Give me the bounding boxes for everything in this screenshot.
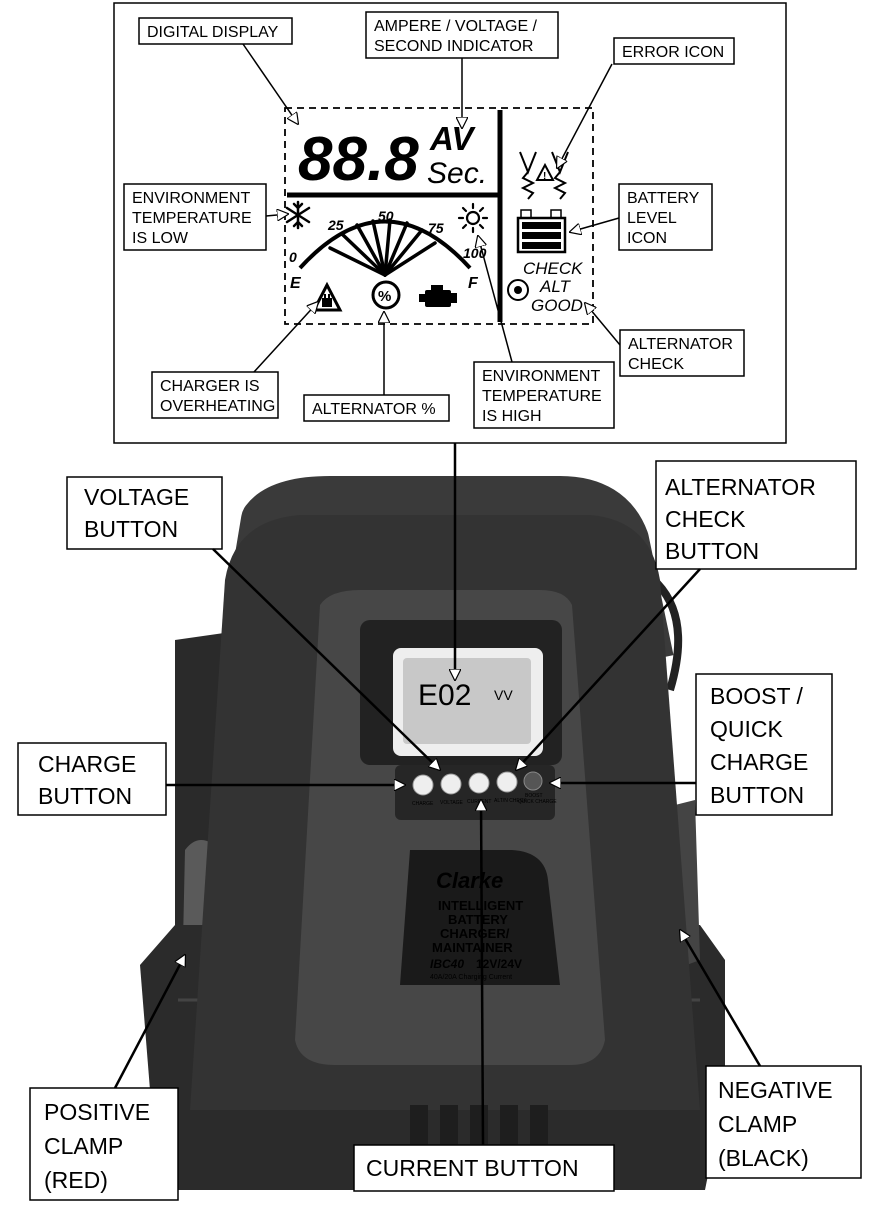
callout-env-high-2: TEMPERATURE: [482, 388, 602, 405]
alternator-check-button[interactable]: [496, 771, 518, 793]
callout-current-text: CURRENT BUTTON: [366, 1155, 579, 1181]
callout-current-button: [353, 1144, 615, 1192]
model-number: IBC40: [430, 957, 464, 971]
callout-alt-check-1: ALTERNATOR: [665, 474, 816, 500]
scale-0: 0: [289, 249, 297, 265]
battery-level-icon: [516, 209, 567, 254]
callout-env-high-1: ENVIRONMENT: [482, 368, 600, 385]
callout-alt-check-3: BUTTON: [665, 538, 759, 564]
current-button[interactable]: [468, 772, 490, 794]
alternator-scale-arc: [298, 219, 472, 270]
lcd-digits: 88.8: [298, 125, 419, 194]
voltage-rating: 12V/24V: [476, 957, 522, 971]
callout-error-icon-text: ERROR ICON: [622, 44, 724, 61]
callout-alternator-check-2: CHECK: [628, 356, 684, 373]
callout-boost-3: CHARGE: [710, 749, 808, 775]
lcd-unit-av: AV: [429, 120, 476, 157]
callout-indicator: [365, 11, 559, 59]
callout-boost-4: BUTTON: [710, 782, 804, 808]
callout-env-low-1: ENVIRONMENT: [132, 190, 250, 207]
callout-positive-clamp: [29, 1087, 179, 1201]
callout-env-low-2: TEMPERATURE: [132, 210, 252, 227]
device-arrows: [113, 443, 762, 1146]
lcd-check: CHECK: [523, 259, 583, 278]
lcd-good: GOOD: [531, 296, 583, 315]
callout-positive-3: (RED): [44, 1167, 108, 1193]
lcd-unit-sec: Sec.: [427, 157, 487, 190]
charger-device: [140, 476, 725, 1190]
scale-e: E: [290, 275, 302, 292]
overheat-warning-icon: [311, 281, 343, 312]
scale-100: 100: [463, 245, 487, 261]
callout-battery-level: [618, 183, 713, 251]
callout-battery-level-3: ICON: [627, 230, 667, 247]
alternator-icon: [507, 279, 529, 301]
callout-negative-clamp: [705, 1065, 862, 1179]
percent-symbol: %: [378, 288, 391, 305]
callout-overheating-1: CHARGER IS: [160, 378, 260, 395]
voltage-button[interactable]: [440, 773, 462, 795]
callout-boost-button: [695, 673, 833, 816]
button-label-boost-sub: QUICK CHARGE: [518, 799, 557, 805]
callout-alt-check-button: [655, 460, 857, 570]
button-label-charge: CHARGE: [412, 801, 434, 807]
callout-env-low: [123, 183, 267, 251]
product-line-4: MAINTAINER: [432, 940, 513, 955]
scale-f: F: [468, 275, 479, 292]
callout-env-high-3: IS HIGH: [482, 408, 542, 425]
charge-button[interactable]: [412, 774, 434, 796]
product-line-2: BATTERY: [448, 912, 508, 927]
callout-overheating: [151, 371, 279, 419]
callout-env-low-3: IS LOW: [132, 230, 189, 247]
callout-indicator-line2: SECOND INDICATOR: [374, 38, 533, 55]
callout-charge-1: CHARGE: [38, 751, 136, 777]
callout-boost-1: BOOST /: [710, 683, 803, 709]
scale-25: 25: [327, 217, 344, 233]
button-label-alt-check: ALT/N CHECK: [494, 798, 527, 804]
button-label-boost: BOOST: [525, 793, 543, 799]
error-mark: !: [543, 171, 546, 182]
callout-charge-2: BUTTON: [38, 783, 132, 809]
callout-negative-1: NEGATIVE: [718, 1077, 833, 1103]
callout-voltage-2: BUTTON: [84, 516, 178, 542]
current-note: 40A/20A Charging Current: [430, 974, 512, 981]
callout-negative-3: (BLACK): [718, 1145, 809, 1171]
product-line-3: CHARGER/: [440, 926, 510, 941]
lcd-alt: ALT: [539, 277, 572, 296]
alternator-fan-icon: [328, 218, 437, 277]
snowflake-icon: [285, 200, 311, 230]
brand-logo: Clarke: [436, 868, 503, 893]
callout-battery-level-1: BATTERY: [627, 190, 700, 207]
callout-digital-display: [138, 17, 293, 45]
callout-battery-level-2: LEVEL: [627, 210, 677, 227]
callout-alternator-check: [619, 329, 745, 377]
scale-75: 75: [428, 220, 444, 236]
callout-alternator-pct-text: ALTERNATOR %: [312, 401, 436, 418]
callout-voltage-button: [66, 476, 223, 550]
callout-indicator-line1: AMPERE / VOLTAGE /: [374, 18, 538, 35]
callout-positive-2: CLAMP: [44, 1133, 123, 1159]
callout-alternator-pct: [303, 394, 450, 422]
button-label-voltage: VOLTAGE: [440, 800, 464, 806]
sun-icon: [457, 202, 489, 234]
callout-error-icon: [613, 37, 735, 65]
callout-charge-button: [17, 742, 167, 816]
callout-env-high: [473, 361, 615, 429]
callout-overheating-2: OVERHEATING: [160, 398, 275, 415]
screen-readout: E02: [418, 679, 471, 712]
engine-icon: [419, 285, 457, 307]
button-label-current: CURRENT: [467, 799, 491, 805]
callout-voltage-1: VOLTAGE: [84, 484, 189, 510]
callout-negative-2: CLAMP: [718, 1111, 797, 1137]
callout-positive-1: POSITIVE: [44, 1099, 150, 1125]
callout-digital-display-text: DIGITAL DISPLAY: [147, 24, 279, 41]
percent-circle-icon: [371, 280, 401, 310]
callout-boost-2: QUICK: [710, 716, 784, 742]
callout-alternator-check-1: ALTERNATOR: [628, 336, 733, 353]
screen-unit: VV: [494, 687, 513, 703]
callout-alt-check-2: CHECK: [665, 506, 746, 532]
boost-button[interactable]: [523, 771, 543, 791]
lcd-arrows: [242, 43, 621, 395]
